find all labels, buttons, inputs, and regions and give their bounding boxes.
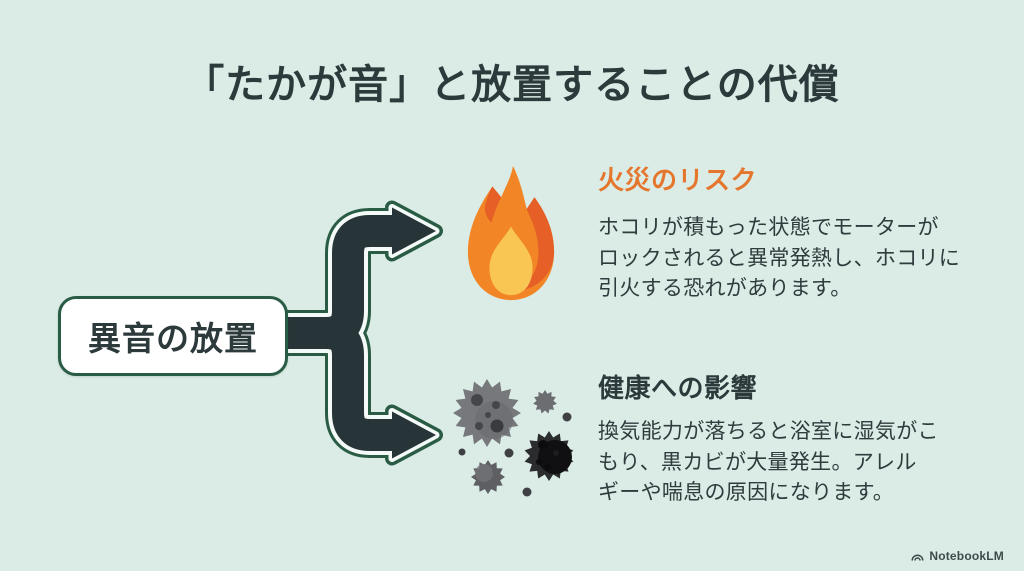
page-title: 「たかが音」と放置することの代償 — [184, 63, 840, 107]
branch-health-body: 換気能力が落ちると浴室に湿気がこ もり、黒カビが大量発生。アレル ギーや喘息の原… — [598, 420, 939, 504]
watermark: NotebookLM — [911, 549, 1004, 563]
fire-icon — [467, 165, 555, 301]
branch-health-impact: 健康への影響 換気能力が落ちると浴室に湿気がこ もり、黒カビが大量発生。アレル … — [598, 372, 998, 509]
source-node-label: 異音の放置 — [88, 320, 258, 357]
notebooklm-logo-icon — [911, 554, 924, 561]
branch-fire-risk: 火災のリスク ホコリが積もった状態でモーターが ロックされると異常発熱し、ホコリ… — [598, 164, 998, 305]
watermark-label: NotebookLM — [929, 549, 1004, 563]
branch-fire-heading: 火災のリスク — [598, 165, 758, 195]
source-node: 異音の放置 — [58, 296, 288, 376]
branching-arrow — [285, 200, 443, 466]
branch-health-heading: 健康への影響 — [598, 373, 758, 403]
mold-icon — [453, 379, 574, 497]
branch-fire-body: ホコリが積もった状態でモーターが ロックされると異常発熱し、ホコリに 引火する恐… — [598, 216, 961, 300]
